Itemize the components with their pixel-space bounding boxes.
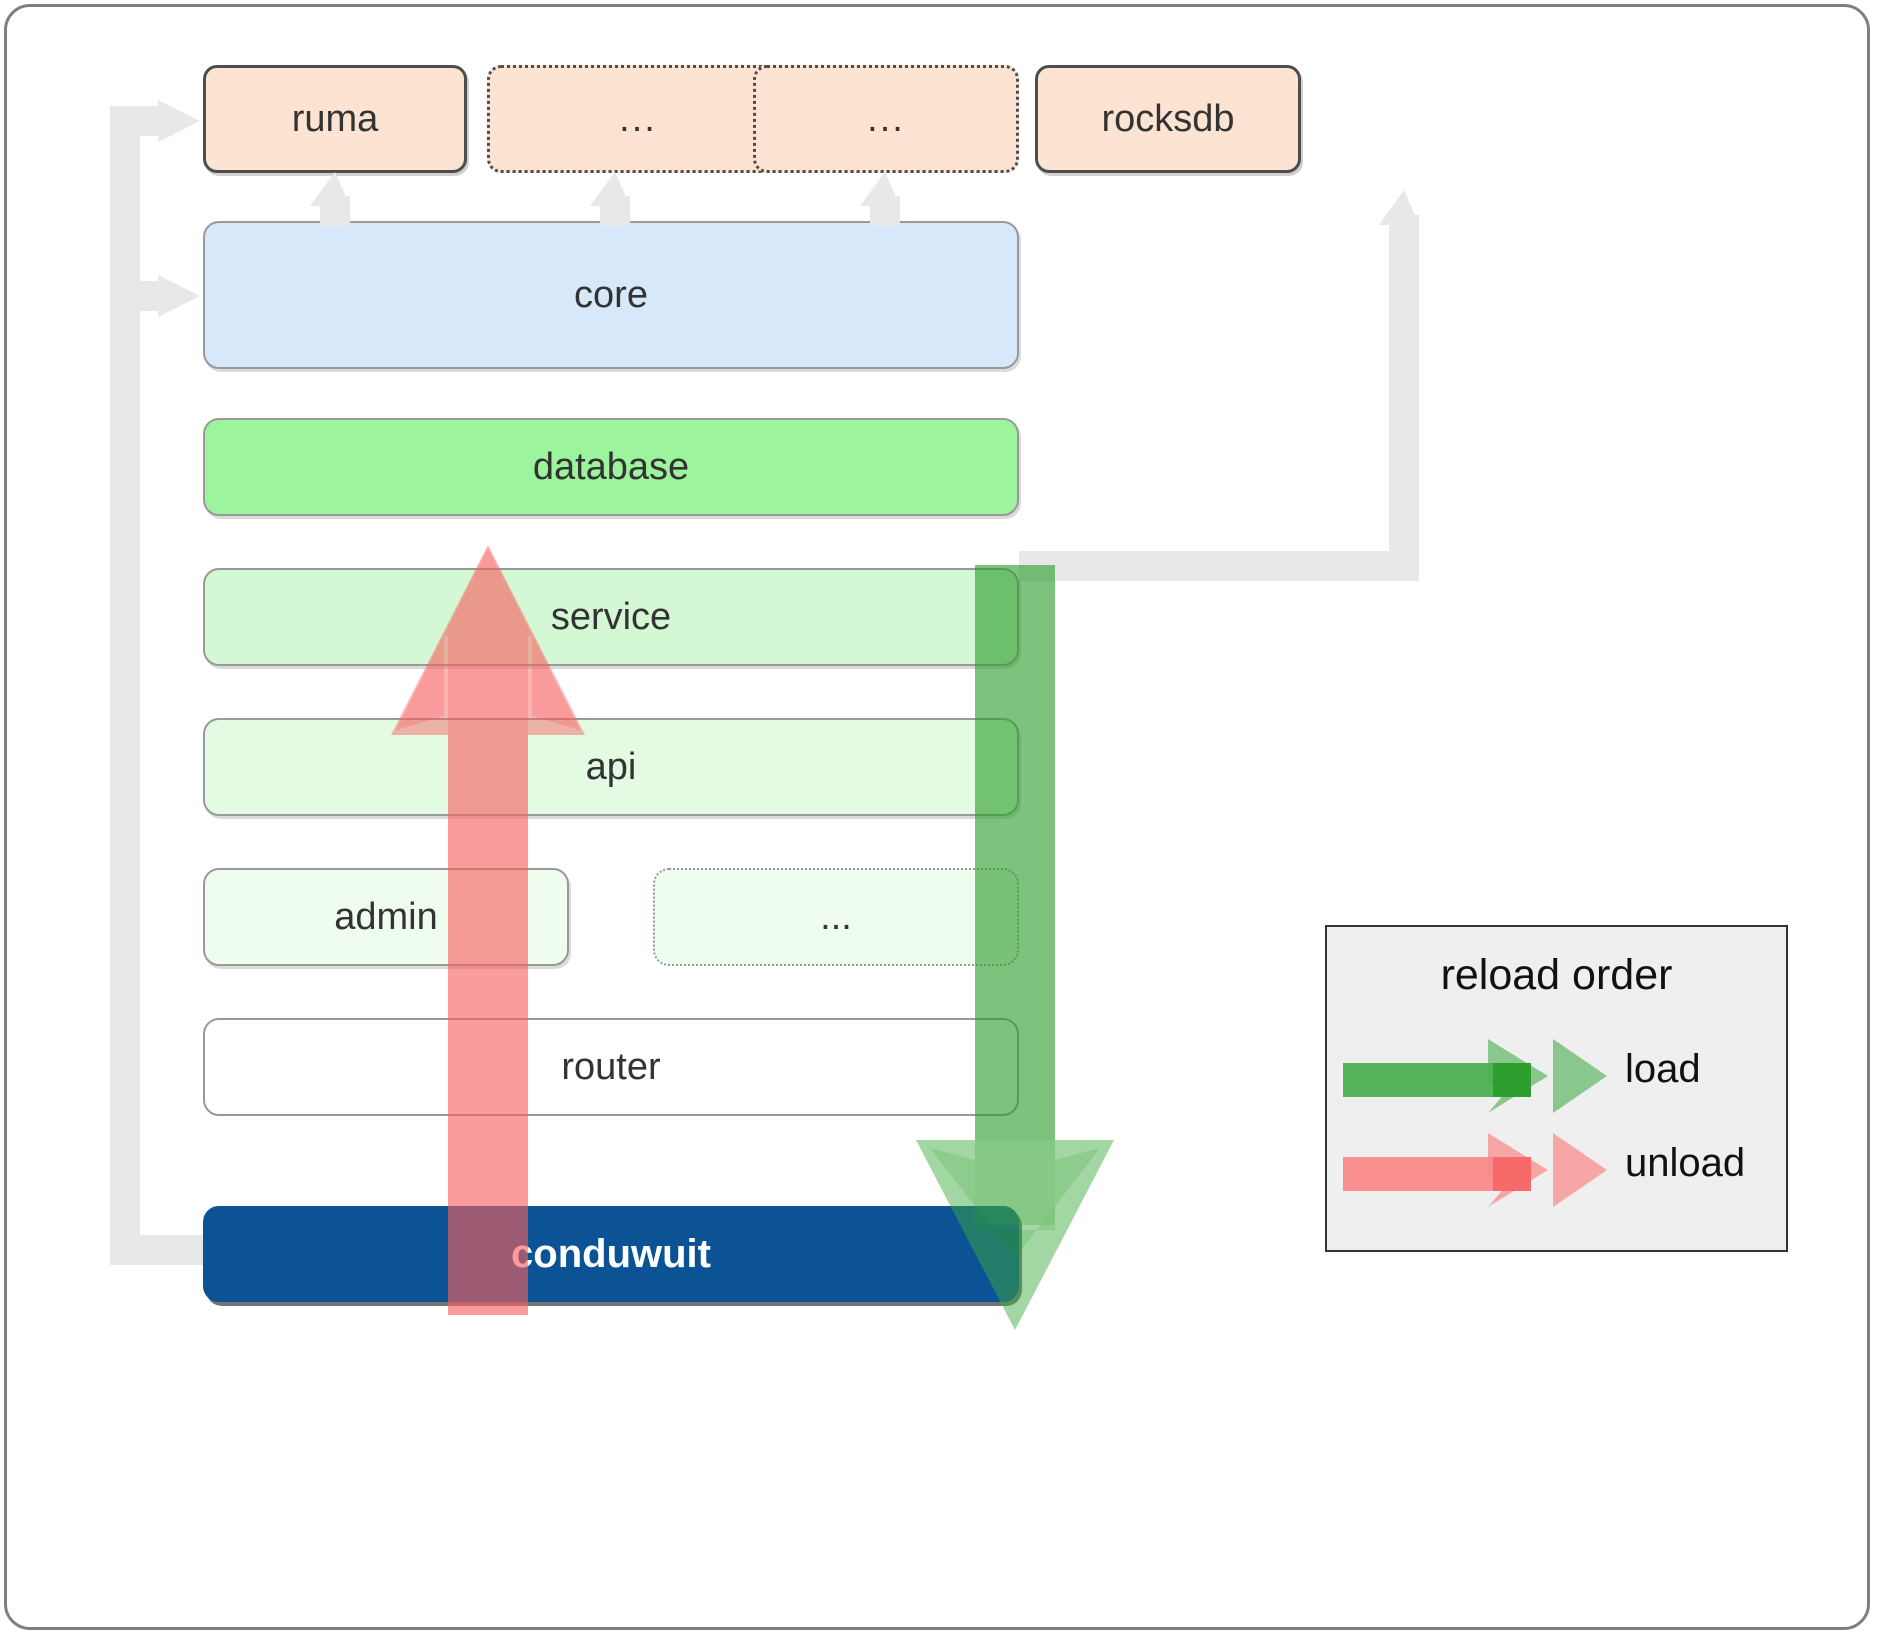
layer-core[interactable]: core [203,221,1019,369]
legend-title: reload order [1440,951,1673,999]
legend-unload-arrow-icon [1343,1133,1607,1207]
unload-arrow [391,545,585,1315]
layer-placeholder[interactable]: ... [653,868,1019,966]
legend-unload-label: unload [1625,1141,1746,1185]
load-arrow [916,565,1114,1330]
legend-load-arrow-icon [1343,1039,1607,1113]
core-to-crate-arrows [310,172,900,226]
database-to-rocksdb-arrow [1019,190,1419,581]
crate-placeholder-1[interactable]: ... [487,65,789,173]
layer-router[interactable]: router [203,1018,1019,1116]
legend-panel: reload order load unload [1325,925,1788,1252]
legend-load-label: load [1625,1047,1701,1091]
